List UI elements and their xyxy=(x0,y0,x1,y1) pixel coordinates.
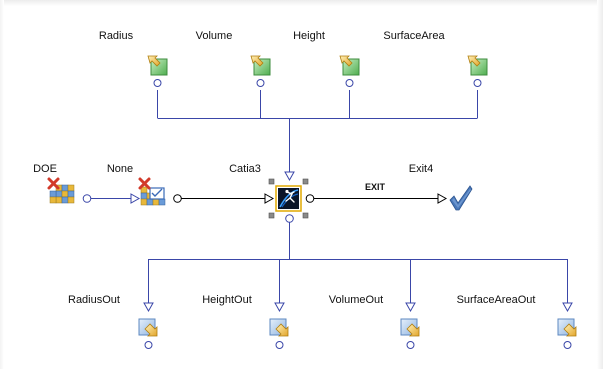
input-parameter-icon xyxy=(467,55,488,76)
doe-driver-icon xyxy=(49,184,75,204)
catia-component-icon xyxy=(278,188,299,209)
optimizer-icon xyxy=(140,186,166,206)
heightout-node[interactable] xyxy=(269,318,289,349)
height-output-port[interactable] xyxy=(345,79,354,87)
canvas-left-shadow xyxy=(0,0,4,369)
catia3-output-port[interactable] xyxy=(305,194,315,203)
exit4-node[interactable] xyxy=(449,185,473,211)
doe-output-port[interactable] xyxy=(82,194,92,203)
volumeout-label: VolumeOut xyxy=(329,294,383,306)
input-parameter-icon xyxy=(339,55,360,76)
selection-handles xyxy=(268,178,309,219)
none-label: None xyxy=(107,163,133,175)
radius-output-port[interactable] xyxy=(153,79,162,87)
catia3-data-output-port[interactable] xyxy=(285,214,294,223)
doe-node[interactable] xyxy=(47,177,92,204)
exit4-input-arrow xyxy=(437,193,448,204)
none-node[interactable] xyxy=(138,177,182,206)
surfaceareaout-node[interactable] xyxy=(557,318,577,349)
doe-label: DOE xyxy=(33,163,57,175)
output-parameter-icon xyxy=(269,318,289,337)
surfacearea-node[interactable] xyxy=(467,55,488,87)
heightout-label: HeightOut xyxy=(202,294,252,306)
radius-node[interactable] xyxy=(147,55,168,87)
radiusout-label: RadiusOut xyxy=(68,294,120,306)
output-parameter-icon xyxy=(557,318,577,337)
radiusout-input-arrow xyxy=(143,302,154,313)
output-parameter-icon xyxy=(138,318,158,337)
input-parameter-icon xyxy=(250,55,271,76)
input-bus-lines xyxy=(157,90,478,172)
volumeout-input-arrow xyxy=(405,302,416,313)
radiusout-node[interactable] xyxy=(138,318,158,349)
none-input-arrow xyxy=(130,193,141,204)
none-output-port[interactable] xyxy=(173,194,182,203)
input-parameter-icon xyxy=(147,55,168,76)
catia3-input-arrow xyxy=(284,171,295,182)
exit-connection-label: EXIT xyxy=(365,182,386,192)
error-x-icon xyxy=(138,177,151,190)
height-label: Height xyxy=(293,30,325,42)
volume-output-port[interactable] xyxy=(256,79,265,87)
catia3-node[interactable] xyxy=(268,178,315,223)
volumeout-port[interactable] xyxy=(406,341,415,349)
surfacearea-output-port[interactable] xyxy=(473,79,482,87)
catia3-label: Catia3 xyxy=(229,163,261,175)
radiusout-port[interactable] xyxy=(144,341,153,349)
surfaceareaout-port[interactable] xyxy=(563,341,572,349)
surfacearea-label: SurfaceArea xyxy=(383,30,445,42)
surfaceareaout-input-arrow xyxy=(562,302,573,313)
height-node[interactable] xyxy=(339,55,360,87)
surfaceareaout-label: SurfaceAreaOut xyxy=(457,294,536,306)
output-bus-lines xyxy=(148,222,568,303)
volume-node[interactable] xyxy=(250,55,271,87)
catia3-control-arrow xyxy=(264,193,275,204)
canvas-top-shadow xyxy=(0,0,603,6)
heightout-input-arrow xyxy=(274,302,285,313)
exit4-label: Exit4 xyxy=(409,163,433,175)
heightout-port[interactable] xyxy=(275,341,284,349)
output-parameter-icon xyxy=(400,318,420,337)
exit-checkmark-icon xyxy=(449,185,473,211)
volumeout-node[interactable] xyxy=(400,318,420,349)
error-x-icon xyxy=(47,177,60,190)
canvas-right-shadow xyxy=(597,0,603,369)
radius-label: Radius xyxy=(99,30,134,42)
volume-label: Volume xyxy=(196,30,233,42)
catia3-selection-frame xyxy=(275,185,302,212)
